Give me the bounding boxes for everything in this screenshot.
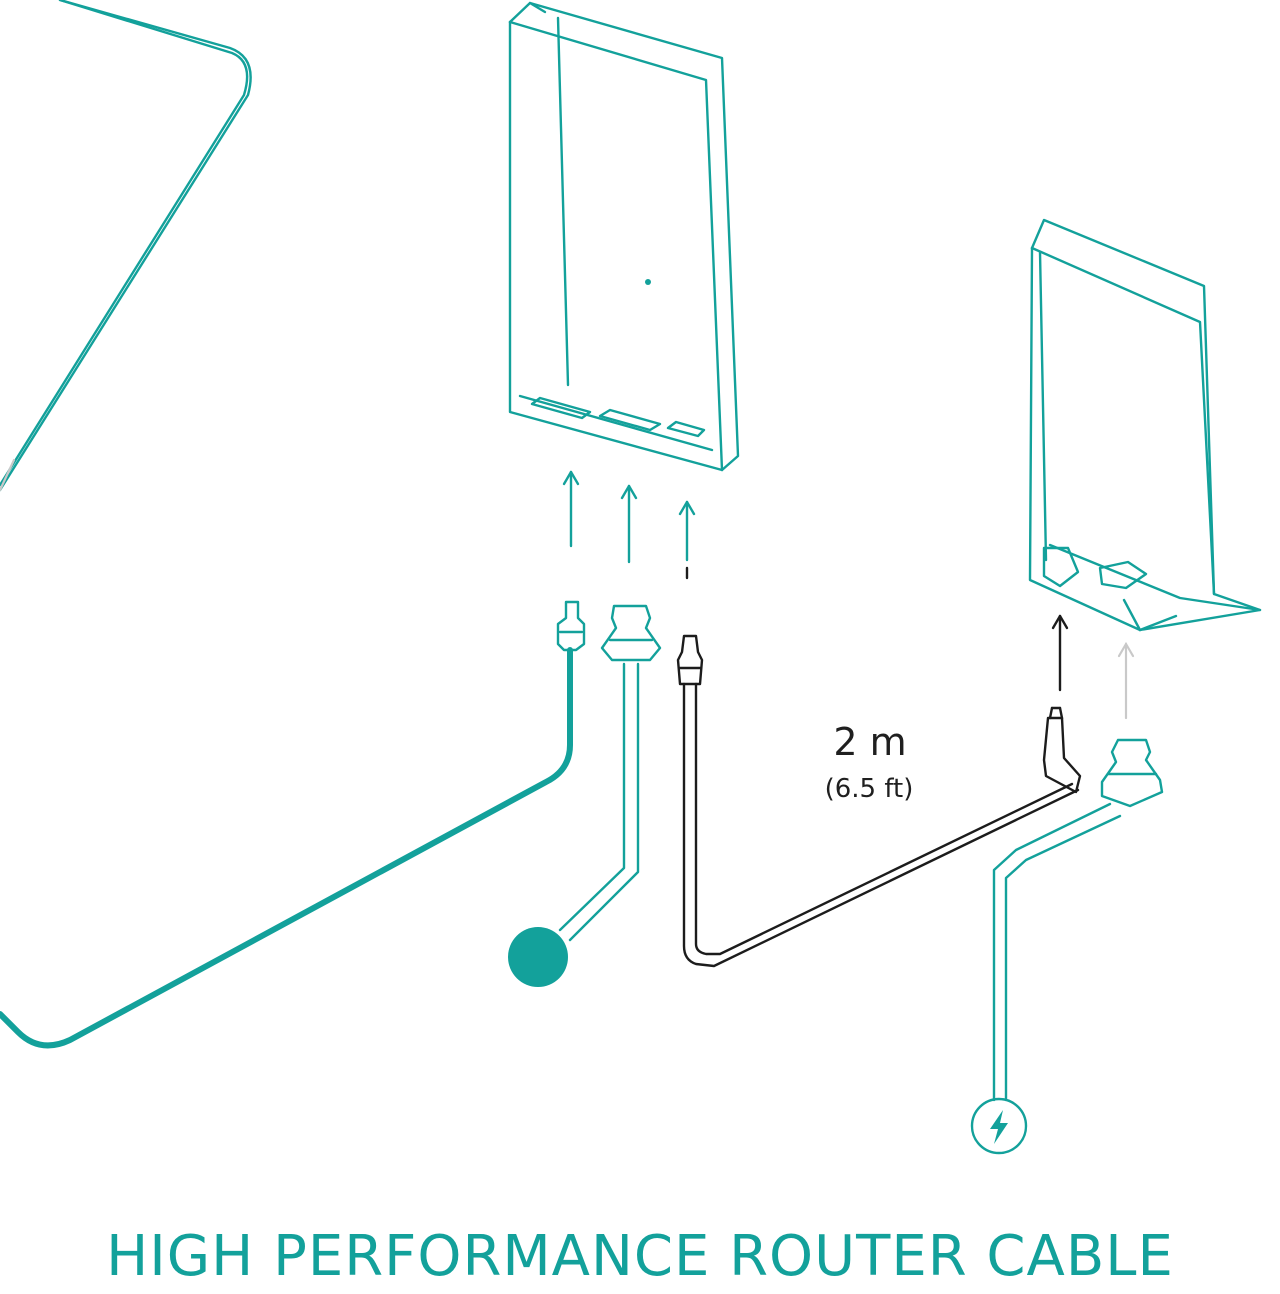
router-cable-dark: [676, 634, 1082, 968]
arrow-up-icon: [562, 470, 580, 548]
power-cable-wall: [970, 738, 1164, 1155]
thick-teal-cable: [0, 600, 586, 1049]
arrow-up-icon: [1117, 641, 1135, 720]
headline-title: HIGH PERFORMANCE ROUTER CABLE: [106, 1224, 1174, 1289]
cable-length-metric: 2 m: [833, 720, 906, 764]
power-cable-puck: [508, 604, 662, 987]
arrow-up-icon: [620, 484, 638, 564]
arrow-up-icon: [678, 500, 696, 580]
cable-length-imperial: (6.5 ft): [825, 774, 914, 804]
arrows-to-main-unit: [562, 470, 696, 580]
router-cable-diagram: 2 m (6.5 ft): [0, 0, 1262, 1155]
lightning-bolt-icon: [970, 1097, 1028, 1155]
arrow-up-icon: [1051, 614, 1069, 692]
router-panel: [0, 0, 252, 492]
router-unit-main: [508, 1, 740, 472]
router-unit-satellite: [1028, 218, 1262, 632]
